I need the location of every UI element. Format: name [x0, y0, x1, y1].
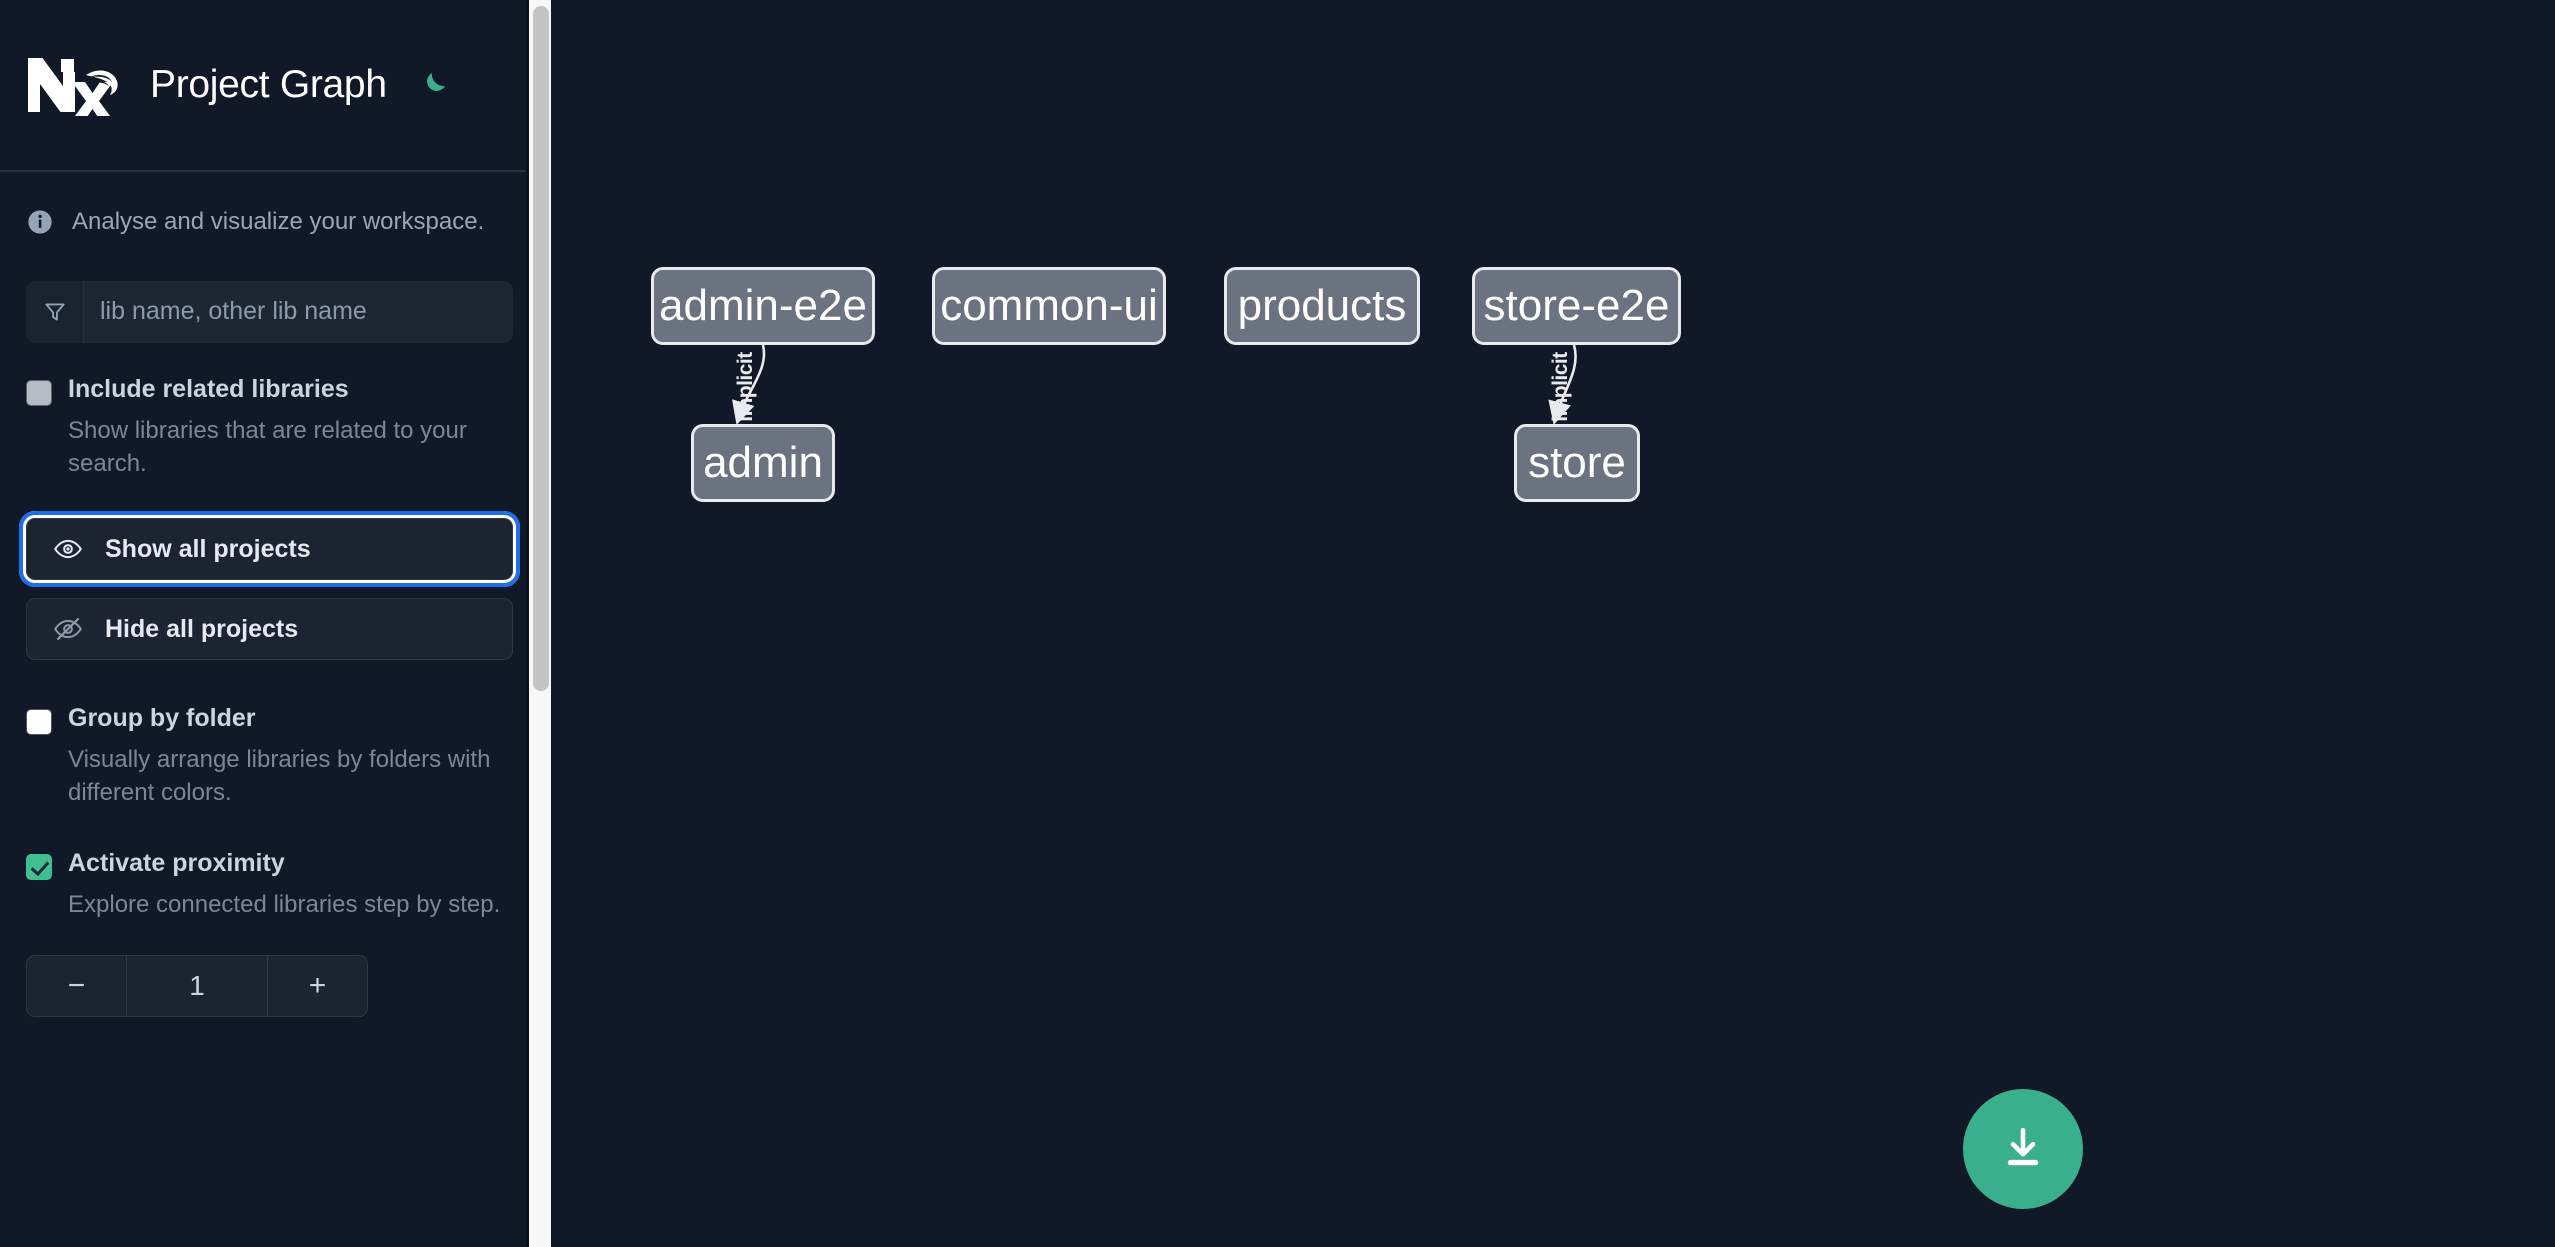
- sidebar: Project Graph Analyse and visualize your…: [0, 0, 551, 1247]
- graph-node-admin[interactable]: admin: [691, 424, 835, 502]
- search-input[interactable]: [84, 280, 513, 343]
- activate-proximity-description: Explore connected libraries step by step…: [68, 891, 501, 919]
- graph-node-label: admin-e2e: [659, 281, 867, 330]
- option-activate-proximity: Activate proximity Explore connected lib…: [0, 809, 551, 921]
- download-icon: [1998, 1123, 2048, 1176]
- sidebar-scrollbar[interactable]: [529, 0, 551, 1247]
- graph-node-store[interactable]: store: [1514, 424, 1640, 502]
- option-group-by-folder: Group by folder Visually arrange librari…: [0, 660, 551, 809]
- proximity-decrement-button[interactable]: −: [27, 956, 127, 1017]
- filter-row: [0, 237, 551, 343]
- show-all-projects-button[interactable]: Show all projects: [19, 511, 520, 588]
- moon-icon[interactable]: [413, 65, 453, 105]
- group-by-folder-description: Visually arrange libraries by folders wi…: [68, 746, 491, 807]
- hide-all-projects-label: Hide all projects: [105, 614, 299, 643]
- page-title: Project Graph: [150, 63, 387, 106]
- graph-node-label: store: [1528, 438, 1626, 487]
- eye-off-icon: [51, 612, 85, 646]
- edge-label-store-e2e-store: implicit: [1548, 352, 1572, 422]
- option-include-related-libraries: Include related libraries Show libraries…: [0, 343, 551, 480]
- proximity-stepper-wrap: − 1 +: [0, 921, 551, 1018]
- graph-node-store-e2e[interactable]: store-e2e: [1472, 267, 1681, 345]
- group-by-folder-label: Group by folder: [68, 704, 256, 733]
- sidebar-body: Analyse and visualize your workspace. In…: [0, 172, 551, 1018]
- info-icon: [26, 208, 54, 236]
- workspace-blurb-text: Analyse and visualize your workspace.: [72, 208, 485, 235]
- group-by-folder-checkbox[interactable]: [26, 709, 52, 736]
- graph-node-label: products: [1237, 281, 1407, 330]
- sidebar-divider: [526, 0, 529, 1247]
- activate-proximity-checkbox[interactable]: [26, 854, 52, 881]
- workspace-blurb: Analyse and visualize your workspace.: [0, 172, 551, 237]
- graph-edges: [732, 344, 1577, 426]
- projects-button-stack: Show all projects Hide all projects: [0, 480, 551, 661]
- sidebar-scrollbar-thumb[interactable]: [533, 6, 549, 691]
- hide-all-projects-button[interactable]: Hide all projects: [26, 598, 513, 661]
- include-related-libraries-label: Include related libraries: [68, 374, 349, 403]
- funnel-icon: [26, 280, 84, 343]
- graph-node-admin-e2e[interactable]: admin-e2e: [651, 267, 875, 345]
- proximity-stepper: − 1 +: [26, 955, 368, 1018]
- graph-node-common-ui[interactable]: common-ui: [932, 267, 1166, 345]
- filter-box[interactable]: [26, 280, 513, 343]
- proximity-increment-button[interactable]: +: [267, 956, 367, 1017]
- graph-canvas[interactable]: implicit implicit admin-e2e common-ui pr…: [551, 0, 2555, 1247]
- sidebar-header: Project Graph: [0, 0, 551, 172]
- eye-icon: [51, 532, 85, 566]
- graph-node-label: store-e2e: [1483, 281, 1670, 330]
- nx-logo: [26, 54, 118, 120]
- show-all-projects-label: Show all projects: [105, 534, 311, 563]
- activate-proximity-label: Activate proximity: [68, 849, 285, 878]
- graph-node-products[interactable]: products: [1224, 267, 1420, 345]
- proximity-value: 1: [127, 956, 267, 1017]
- graph-node-label: admin: [703, 438, 823, 487]
- include-related-libraries-checkbox[interactable]: [26, 379, 52, 406]
- download-graph-button[interactable]: [1963, 1089, 2083, 1209]
- edge-label-admin-e2e-admin: implicit: [733, 352, 757, 422]
- include-related-libraries-description: Show libraries that are related to your …: [68, 416, 467, 477]
- graph-node-label: common-ui: [940, 281, 1158, 330]
